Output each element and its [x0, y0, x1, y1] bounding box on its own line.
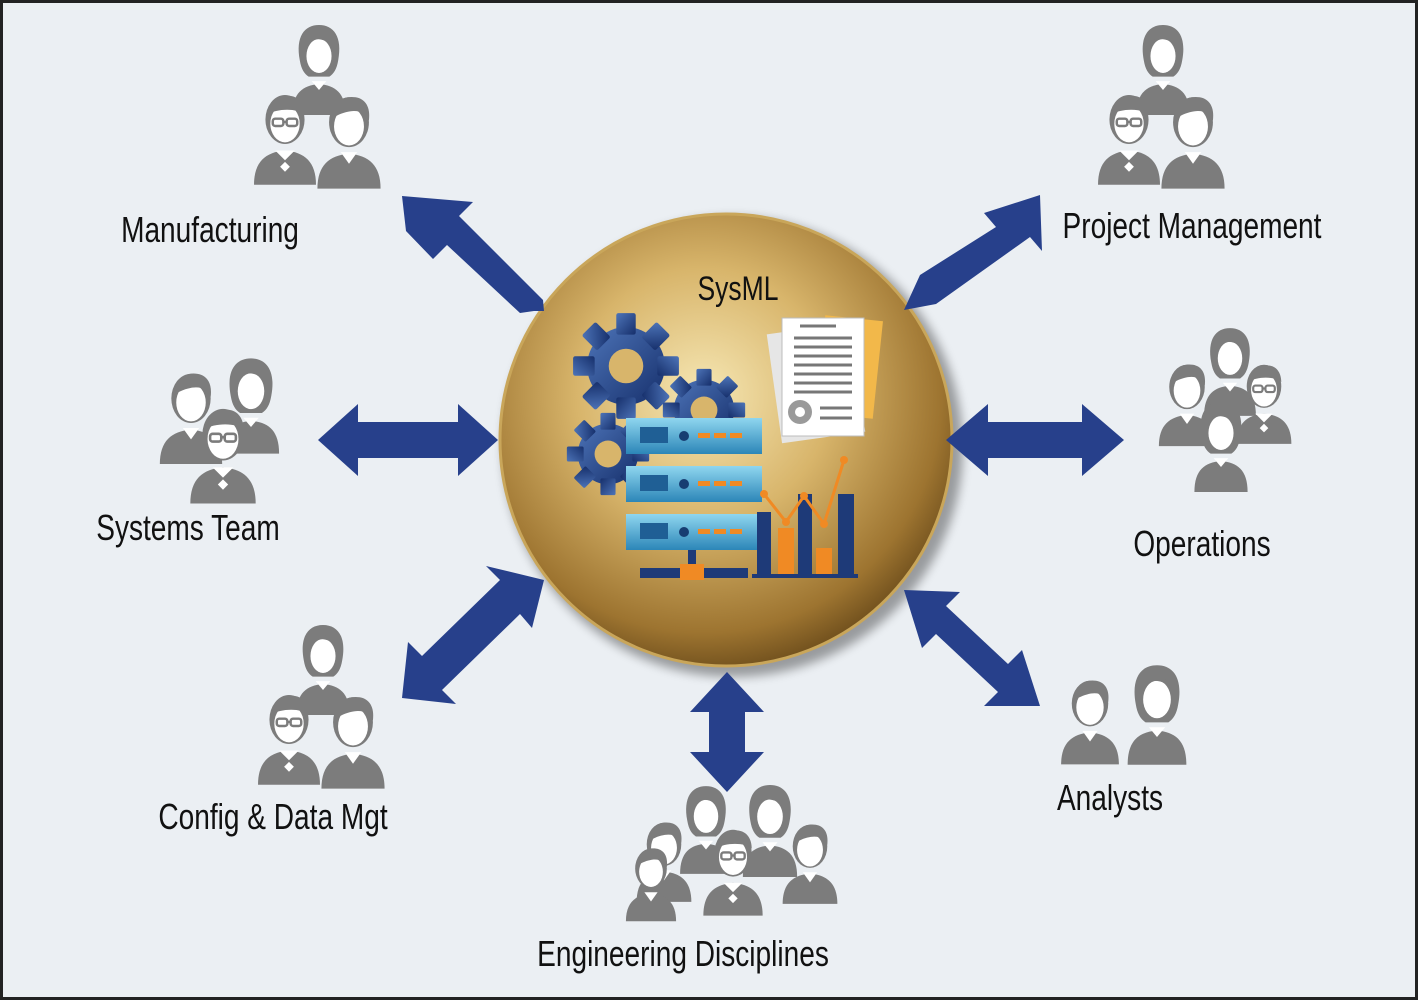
- stakeholder-label-systems-team: Systems Team: [96, 508, 280, 548]
- stakeholder-label-engineering-disciplines: Engineering Disciplines: [537, 934, 829, 974]
- stakeholder-label-manufacturing: Manufacturing: [121, 210, 299, 250]
- stakeholder-label-analysts: Analysts: [1057, 778, 1163, 818]
- sysml-hub: SysML: [498, 212, 963, 677]
- server-stack-icon: [626, 418, 762, 580]
- stakeholder-label-operations: Operations: [1133, 524, 1270, 564]
- arrow-operations: [946, 404, 1124, 476]
- arrow-systems-team: [318, 404, 498, 476]
- hub-title: SysML: [697, 270, 778, 308]
- arrow-analysts: [904, 590, 1040, 706]
- arrow-engineering-disciplines: [690, 672, 764, 792]
- arrow-manufacturing: [402, 196, 544, 313]
- stakeholder-label-project-management: Project Management: [1063, 206, 1322, 246]
- arrow-project-management: [904, 195, 1042, 310]
- stakeholder-label-config-data-mgt: Config & Data Mgt: [158, 797, 387, 837]
- document-icon: [766, 315, 883, 444]
- sysml-stakeholder-diagram: SysML: [96, 3, 1322, 974]
- arrow-config-data-mgt: [402, 566, 544, 704]
- bar-chart-icon: [752, 456, 858, 578]
